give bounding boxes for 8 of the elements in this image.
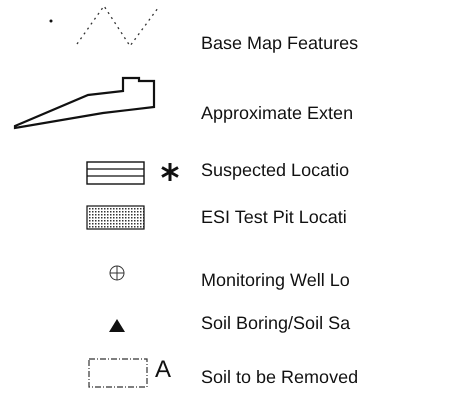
area-letter: A bbox=[155, 356, 172, 384]
legend-label: Soil Boring/Soil Sa bbox=[201, 312, 350, 334]
legend-label: Suspected Locatio bbox=[201, 159, 350, 181]
legend-label: ESI Test Pit Locati bbox=[201, 206, 347, 228]
legend-label: Approximate Exten bbox=[201, 102, 354, 124]
legend-label: Monitoring Well Lo bbox=[201, 269, 350, 291]
legend-label: Soil to be Removed bbox=[201, 366, 358, 388]
legend-label: Base Map Features bbox=[201, 32, 358, 54]
